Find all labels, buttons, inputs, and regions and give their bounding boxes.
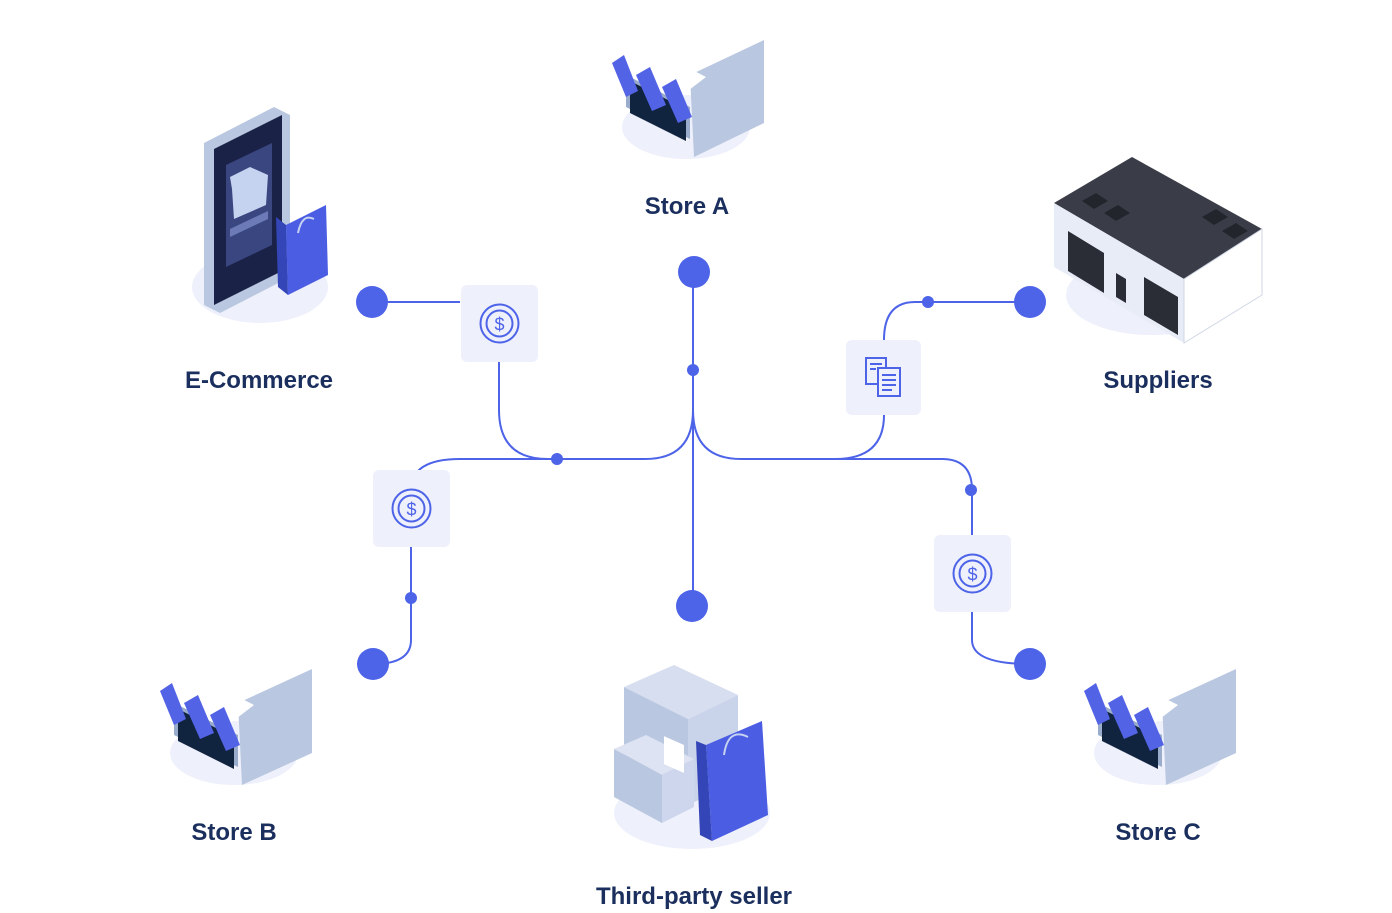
documents-icon [865, 357, 901, 397]
connector-card-store-b: $ [373, 470, 450, 547]
store-c-label: Store C [1115, 819, 1200, 846]
box-small-side [662, 759, 694, 823]
dollar-coin-icon: $ [952, 553, 993, 594]
third-party-illustration [614, 665, 770, 849]
endpoint-dots [356, 256, 1046, 680]
ecommerce-label: E-Commerce [185, 367, 333, 394]
bag-handle [297, 216, 315, 234]
shopping-bag-front [286, 205, 328, 295]
storefront-windows [1102, 709, 1158, 769]
svg-text:$: $ [406, 500, 416, 520]
svg-text:$: $ [494, 315, 504, 335]
tshirt-image [230, 167, 268, 219]
endpoint-dot-third-party [676, 590, 708, 622]
dollar-coin-icon: $ [391, 488, 432, 529]
storefront-side-wall [238, 669, 312, 785]
storefront-side-wall [690, 40, 764, 157]
third-party-label: Third-party seller [596, 883, 792, 910]
junction-dot [687, 364, 699, 376]
storefront-awning [1084, 671, 1178, 751]
endpoint-dot-suppliers [1014, 286, 1046, 318]
ecommerce-illustration [192, 107, 328, 323]
storefront-windows [630, 81, 686, 141]
store-c-illustration [1084, 669, 1236, 785]
warehouse-entry-door [1116, 273, 1126, 303]
storefront-windows [178, 709, 234, 769]
store-b-label: Store B [191, 819, 276, 846]
store-b-illustration [160, 669, 312, 785]
storefront-awning [612, 43, 706, 123]
screen-bar [230, 211, 268, 237]
endpoint-dot-ecommerce [356, 286, 388, 318]
connector-card-store-c: $ [934, 535, 1011, 612]
box-large-top [624, 665, 738, 719]
shopping-bag-front [706, 721, 768, 841]
warehouse-door-left [1068, 231, 1104, 293]
endpoint-dot-store-b [357, 648, 389, 680]
warehouse-roof [1054, 157, 1262, 279]
suppliers-label: Suppliers [1103, 367, 1212, 394]
barcode-label [664, 736, 684, 774]
endpoint-dot-store-a [678, 256, 710, 288]
junction-dot [551, 453, 563, 465]
suppliers-illustration [1054, 157, 1263, 344]
connector-card-suppliers [846, 340, 921, 415]
box-small-front [614, 749, 662, 823]
storefront-awning [160, 671, 254, 751]
connector-card-ecommerce: $ [461, 285, 538, 362]
svg-text:$: $ [967, 565, 977, 585]
roof-vents [1082, 193, 1248, 239]
store-a-label: Store A [645, 193, 729, 220]
junction-dots [405, 296, 977, 604]
junction-dot [965, 484, 977, 496]
storefront-side-wall [1162, 669, 1236, 785]
warehouse-side [1183, 228, 1263, 344]
line-suppliers [692, 301, 1030, 460]
junction-dot [405, 592, 417, 604]
warehouse-door-right [1144, 277, 1178, 335]
junction-dot [922, 296, 934, 308]
store-a-illustration [612, 40, 764, 159]
endpoint-dot-store-c [1014, 648, 1046, 680]
shopping-bag-side [276, 217, 288, 295]
bag-handle [723, 733, 749, 756]
dollar-coin-icon: $ [479, 303, 520, 344]
shopping-bag-side [696, 741, 712, 841]
